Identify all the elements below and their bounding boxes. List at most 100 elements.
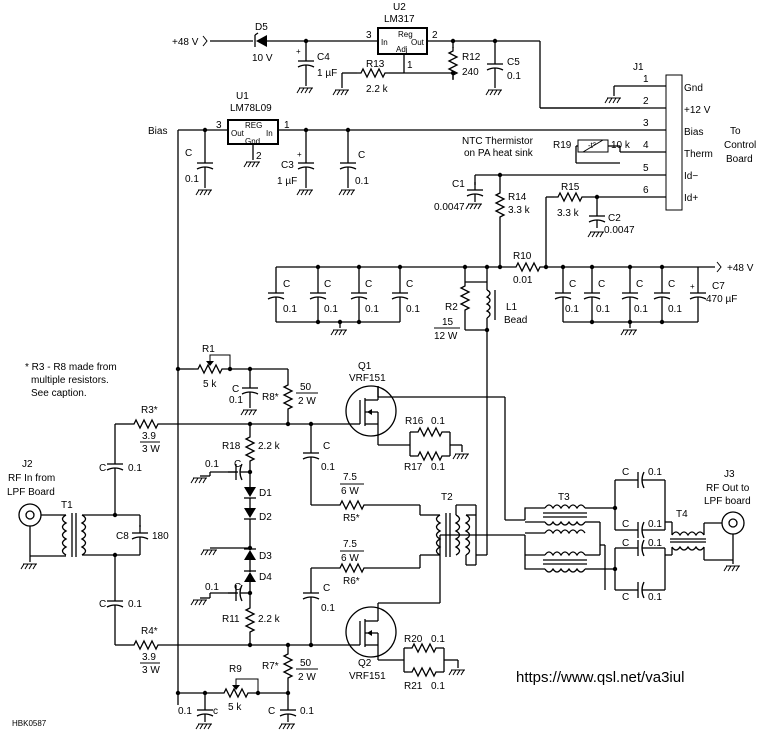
ground-icon — [723, 565, 741, 572]
svg-text:+: + — [690, 282, 695, 291]
r3-power: 3 W — [142, 444, 160, 455]
r4-value: 3.9 — [142, 652, 156, 663]
j3-rf-output-connector[interactable] — [721, 511, 745, 535]
source-url[interactable]: https://www.qsl.net/va3iul — [516, 669, 684, 686]
c-label: C — [232, 384, 239, 395]
c-value: 0.1 — [205, 582, 219, 593]
c-value: 0.1 — [406, 304, 420, 315]
c-value: 0.1 — [634, 304, 648, 315]
c-value: 0.1 — [668, 304, 682, 315]
c-label: C — [622, 538, 629, 549]
c3-value: 1 µF — [277, 176, 297, 187]
r8-value: 50 — [300, 382, 312, 393]
ground-icon — [190, 477, 208, 484]
r6-value: 7.5 — [343, 539, 357, 550]
c2-ref: C2 — [608, 213, 621, 224]
u2-pin2: 2 — [432, 30, 438, 41]
ground-icon — [332, 89, 350, 96]
r11-resistor — [245, 603, 255, 637]
r19-value: 10 k — [611, 140, 631, 151]
u2-adj-label: Adj — [396, 45, 408, 54]
r1-value: 5 k — [203, 379, 217, 390]
j1-pin6: 6 — [643, 185, 649, 196]
r7-ref: R7* — [262, 661, 279, 672]
r3-resistor — [129, 419, 163, 429]
c-capacitor — [629, 471, 651, 489]
ground-icon — [240, 409, 258, 416]
j2-rf-input-connector[interactable] — [18, 503, 42, 527]
j1-label-bias: Bias — [684, 127, 703, 138]
r17-resistor — [413, 451, 447, 461]
c-capacitor — [196, 154, 214, 176]
r4-resistor — [129, 640, 163, 650]
r21-resistor — [407, 667, 441, 677]
zener-d5 — [254, 32, 267, 47]
r3-value: 3.9 — [142, 431, 156, 442]
r11-value: 2.2 k — [258, 614, 281, 625]
u1-regulator — [227, 119, 279, 145]
j1-label-12v: +12 V — [684, 105, 711, 116]
r20-resistor — [407, 643, 441, 653]
r5-value: 7.5 — [343, 472, 357, 483]
r2-ref: R2 — [445, 302, 458, 313]
r4-power: 3 W — [142, 665, 160, 676]
r8-ref: R8* — [262, 392, 279, 403]
r19-ref: R19 — [553, 140, 572, 151]
to-control-line2: Control — [724, 140, 756, 151]
c-value: 0.1 — [128, 599, 142, 610]
c-label: C — [406, 279, 413, 290]
to-control-line1: To — [730, 126, 741, 137]
r1-ref: R1 — [202, 344, 215, 355]
c-capacitor — [629, 521, 651, 539]
c-label: C — [323, 441, 330, 452]
ground-icon — [190, 599, 208, 606]
c-label: C — [668, 279, 675, 290]
ground-icon — [195, 189, 213, 196]
r13-value: 2.2 k — [366, 84, 389, 95]
ground-icon — [620, 329, 638, 336]
r2-resistor — [460, 281, 470, 315]
u2-ref: U2 — [393, 2, 406, 13]
r11-ref: R11 — [222, 614, 240, 625]
c7-value: 470 µF — [706, 294, 737, 305]
c-value: 0.1 — [205, 459, 219, 470]
u1-ref: U1 — [236, 91, 249, 102]
t1-transformer — [61, 513, 87, 557]
c4-value: 1 µF — [317, 68, 337, 79]
c-label: C — [636, 279, 643, 290]
c-label: C — [268, 706, 275, 717]
c-label: C — [622, 467, 629, 478]
u1-in-label: In — [266, 129, 273, 138]
ground-icon — [296, 87, 314, 94]
r15-resistor — [553, 192, 587, 202]
c-label: c — [213, 706, 218, 717]
svg-text:-t°: -t° — [588, 141, 596, 150]
r9-potentiometer — [219, 688, 253, 698]
c-capacitor — [629, 539, 651, 557]
c2-value: 0.0047 — [604, 225, 635, 236]
ground-icon — [278, 723, 296, 730]
c-value: 0.1 — [365, 304, 379, 315]
r8-resistor — [283, 380, 293, 414]
u2-reg-label: Reg — [398, 30, 413, 39]
d1-ref: D1 — [259, 488, 272, 499]
t3-transformer — [543, 504, 587, 573]
u2-pin1: 1 — [407, 60, 413, 71]
c5-capacitor — [486, 55, 504, 77]
t3-ref: T3 — [558, 492, 570, 503]
u2-regulator — [377, 27, 428, 55]
c-label: C — [622, 519, 629, 530]
figure-code: HBK0587 — [12, 719, 47, 728]
r9-ref: R9 — [229, 664, 242, 675]
c1-value: 0.0047 — [434, 202, 465, 213]
svg-text:+: + — [296, 47, 301, 56]
left-decoupling-caps — [267, 267, 409, 328]
u2-part: LM317 — [384, 14, 415, 25]
c8-ref: C8 — [116, 531, 129, 542]
c3-ref: C3 — [281, 160, 294, 171]
r14-ref: R14 — [508, 192, 527, 203]
d3-ref: D3 — [259, 551, 272, 562]
c1-ref: C1 — [452, 179, 465, 190]
u1-pin2: 2 — [256, 151, 262, 162]
